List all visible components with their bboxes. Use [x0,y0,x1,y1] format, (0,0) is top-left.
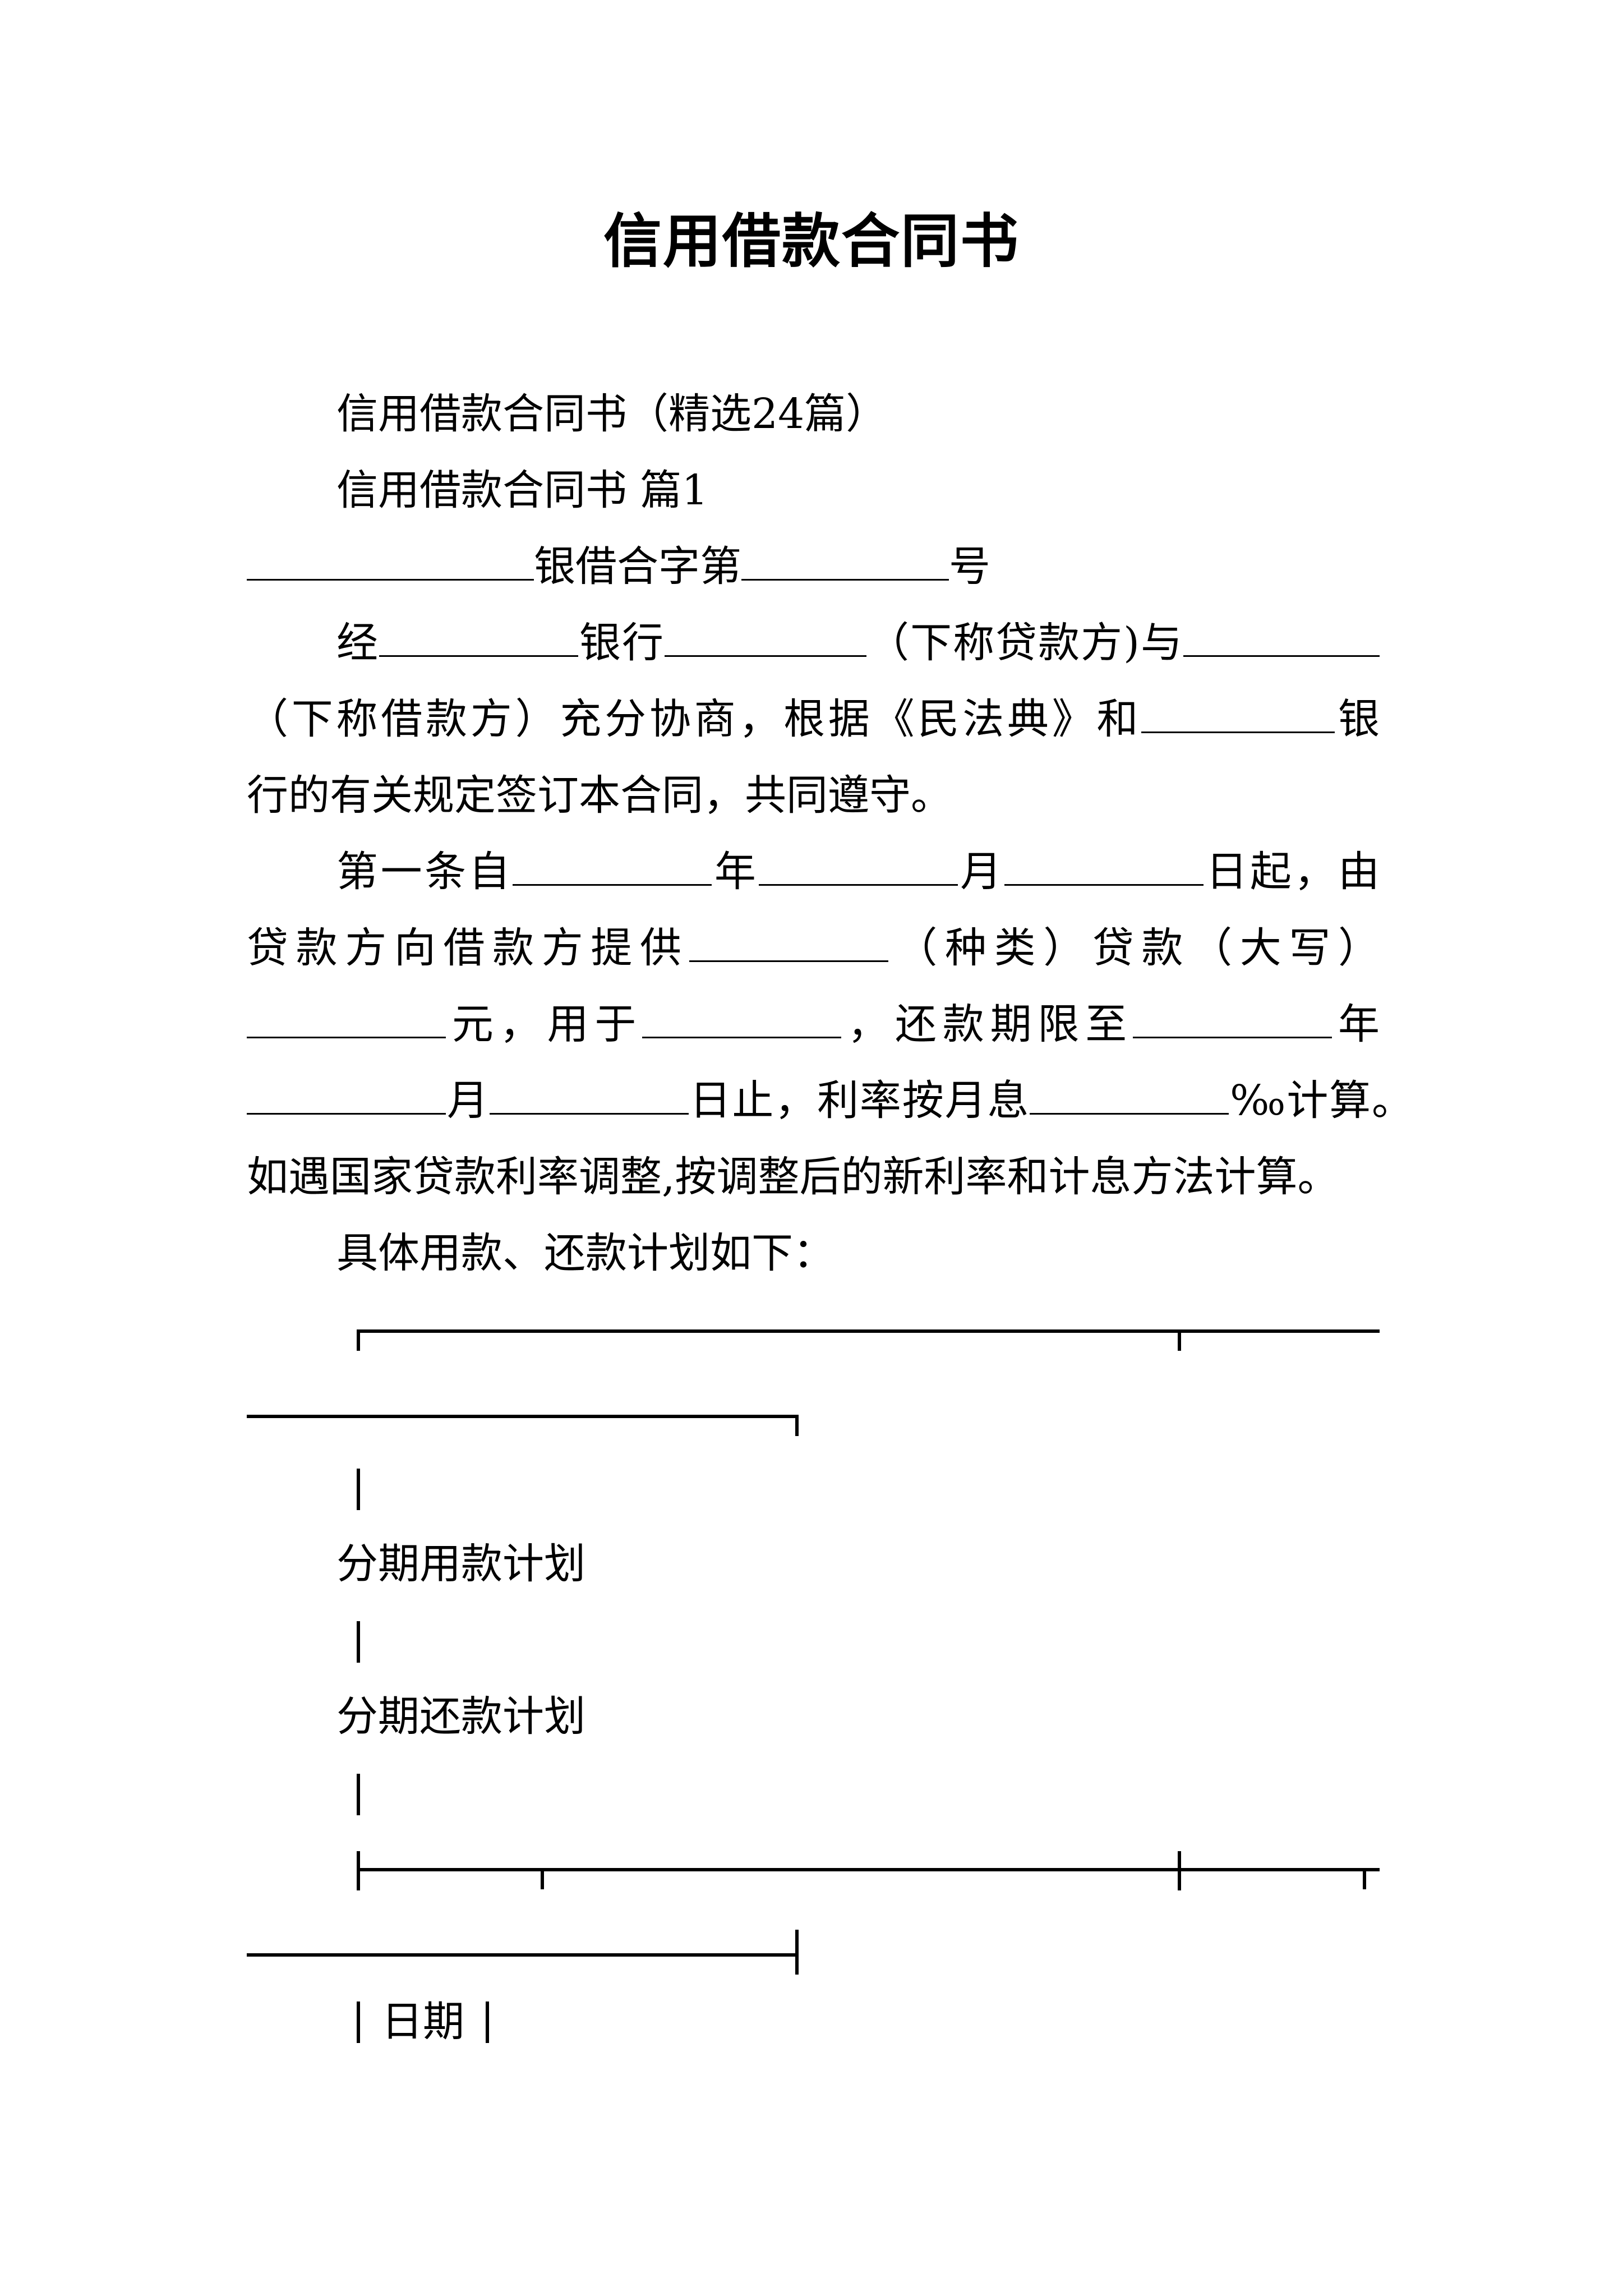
paragraph-line: 行的有关规定签订本合同，共同遵守。 [247,771,952,820]
section-heading: 信用借款合同书 篇1 [336,466,708,514]
paragraph-line: 月 日止，利率按月息 ‰计算。 [247,1073,1413,1129]
text-run: 银行 [578,619,665,667]
text-run: 月 [446,1076,490,1125]
text-run: 元，用于 [446,1000,643,1048]
document-subtitle: 信用借款合同书（精选24篇） [336,390,888,438]
plan-intro: 具体用款、还款计划如下： [336,1229,834,1277]
blank-field [1133,997,1332,1038]
blank-field [1183,616,1380,657]
table-column-tick [1363,1868,1366,1889]
text-run: ‰计算。 [1229,1076,1414,1125]
document-title: 信用借款合同书 [603,206,1020,275]
text-run: 日止，利率按月息 [688,1076,1030,1125]
blank-field [642,997,842,1038]
table-header-repay-plan: 分期还款计划 [336,1692,585,1741]
blank-field [741,540,949,581]
paragraph-line: 贷款方向借款方提供 （种类）贷款（大写） [247,920,1380,976]
table-cross-tick [795,1930,799,1975]
table-vertical-bar [357,1621,360,1663]
text-run: 经 [336,619,380,667]
contract-number-line: 银借合字第 号 [247,539,990,595]
table-column-tick [1178,1329,1181,1351]
table-corner-tick [357,1329,360,1351]
paragraph-line: 经 银行 （下称贷款方)与 [336,615,1380,671]
blank-field [247,540,534,581]
text-run: 贷款方向借款方提供 [247,924,689,972]
blank-field [1004,845,1204,886]
table-header-use-plan: 分期用款计划 [336,1540,585,1588]
table-vertical-bar [357,1469,360,1510]
text-run: （下称贷款方)与 [866,619,1184,667]
text-run: 年 [1332,1000,1380,1048]
blank-field [247,997,446,1038]
table-vertical-bar [486,2001,489,2043]
paragraph-line: 元，用于 ，还款期限至 年 [247,996,1380,1052]
contract-no-label: 银借合字第 [534,542,741,591]
text-run: 日起，由 [1203,848,1380,896]
paragraph-line: 第一条自 年 月 日起，由 [336,844,1380,900]
text-run: 年 [712,848,759,896]
text-run: 银 [1335,695,1380,743]
table-date-label: 日期 [381,1998,464,2046]
text-run: 月 [957,848,1004,896]
table-border-middle [357,1868,1380,1871]
text-run: （种类）贷款（大写） [888,924,1380,972]
blank-field [513,845,712,886]
text-run: 第一条自 [336,848,513,896]
table-border-top-wrap [247,1415,799,1418]
table-vertical-bar [357,2001,360,2043]
blank-field [1030,1074,1229,1115]
table-border-top [357,1329,1380,1333]
blank-field [247,1074,446,1115]
blank-field [379,616,579,657]
table-cross-tick [1178,1851,1181,1890]
text-run: （下称借款方）充分协商，根据《民法典》和 [247,695,1142,743]
contract-no-end: 号 [949,542,990,591]
table-vertical-bar [357,1774,360,1815]
blank-field [689,921,888,962]
blank-field [758,845,958,886]
table-border-middle-wrap [247,1953,799,1957]
blank-field [1141,692,1335,733]
table-cross-tick [357,1851,360,1890]
blank-field [489,1074,689,1115]
table-corner-tick [795,1415,799,1436]
paragraph-line: 如遇国家贷款利率调整,按调整后的新利率和计息方法计算。 [247,1153,1339,1201]
table-column-tick [541,1868,544,1889]
paragraph-line: （下称借款方）充分协商，根据《民法典》和 银 [247,691,1380,747]
blank-field [665,616,867,657]
text-run: ，还款期限至 [841,1000,1133,1048]
